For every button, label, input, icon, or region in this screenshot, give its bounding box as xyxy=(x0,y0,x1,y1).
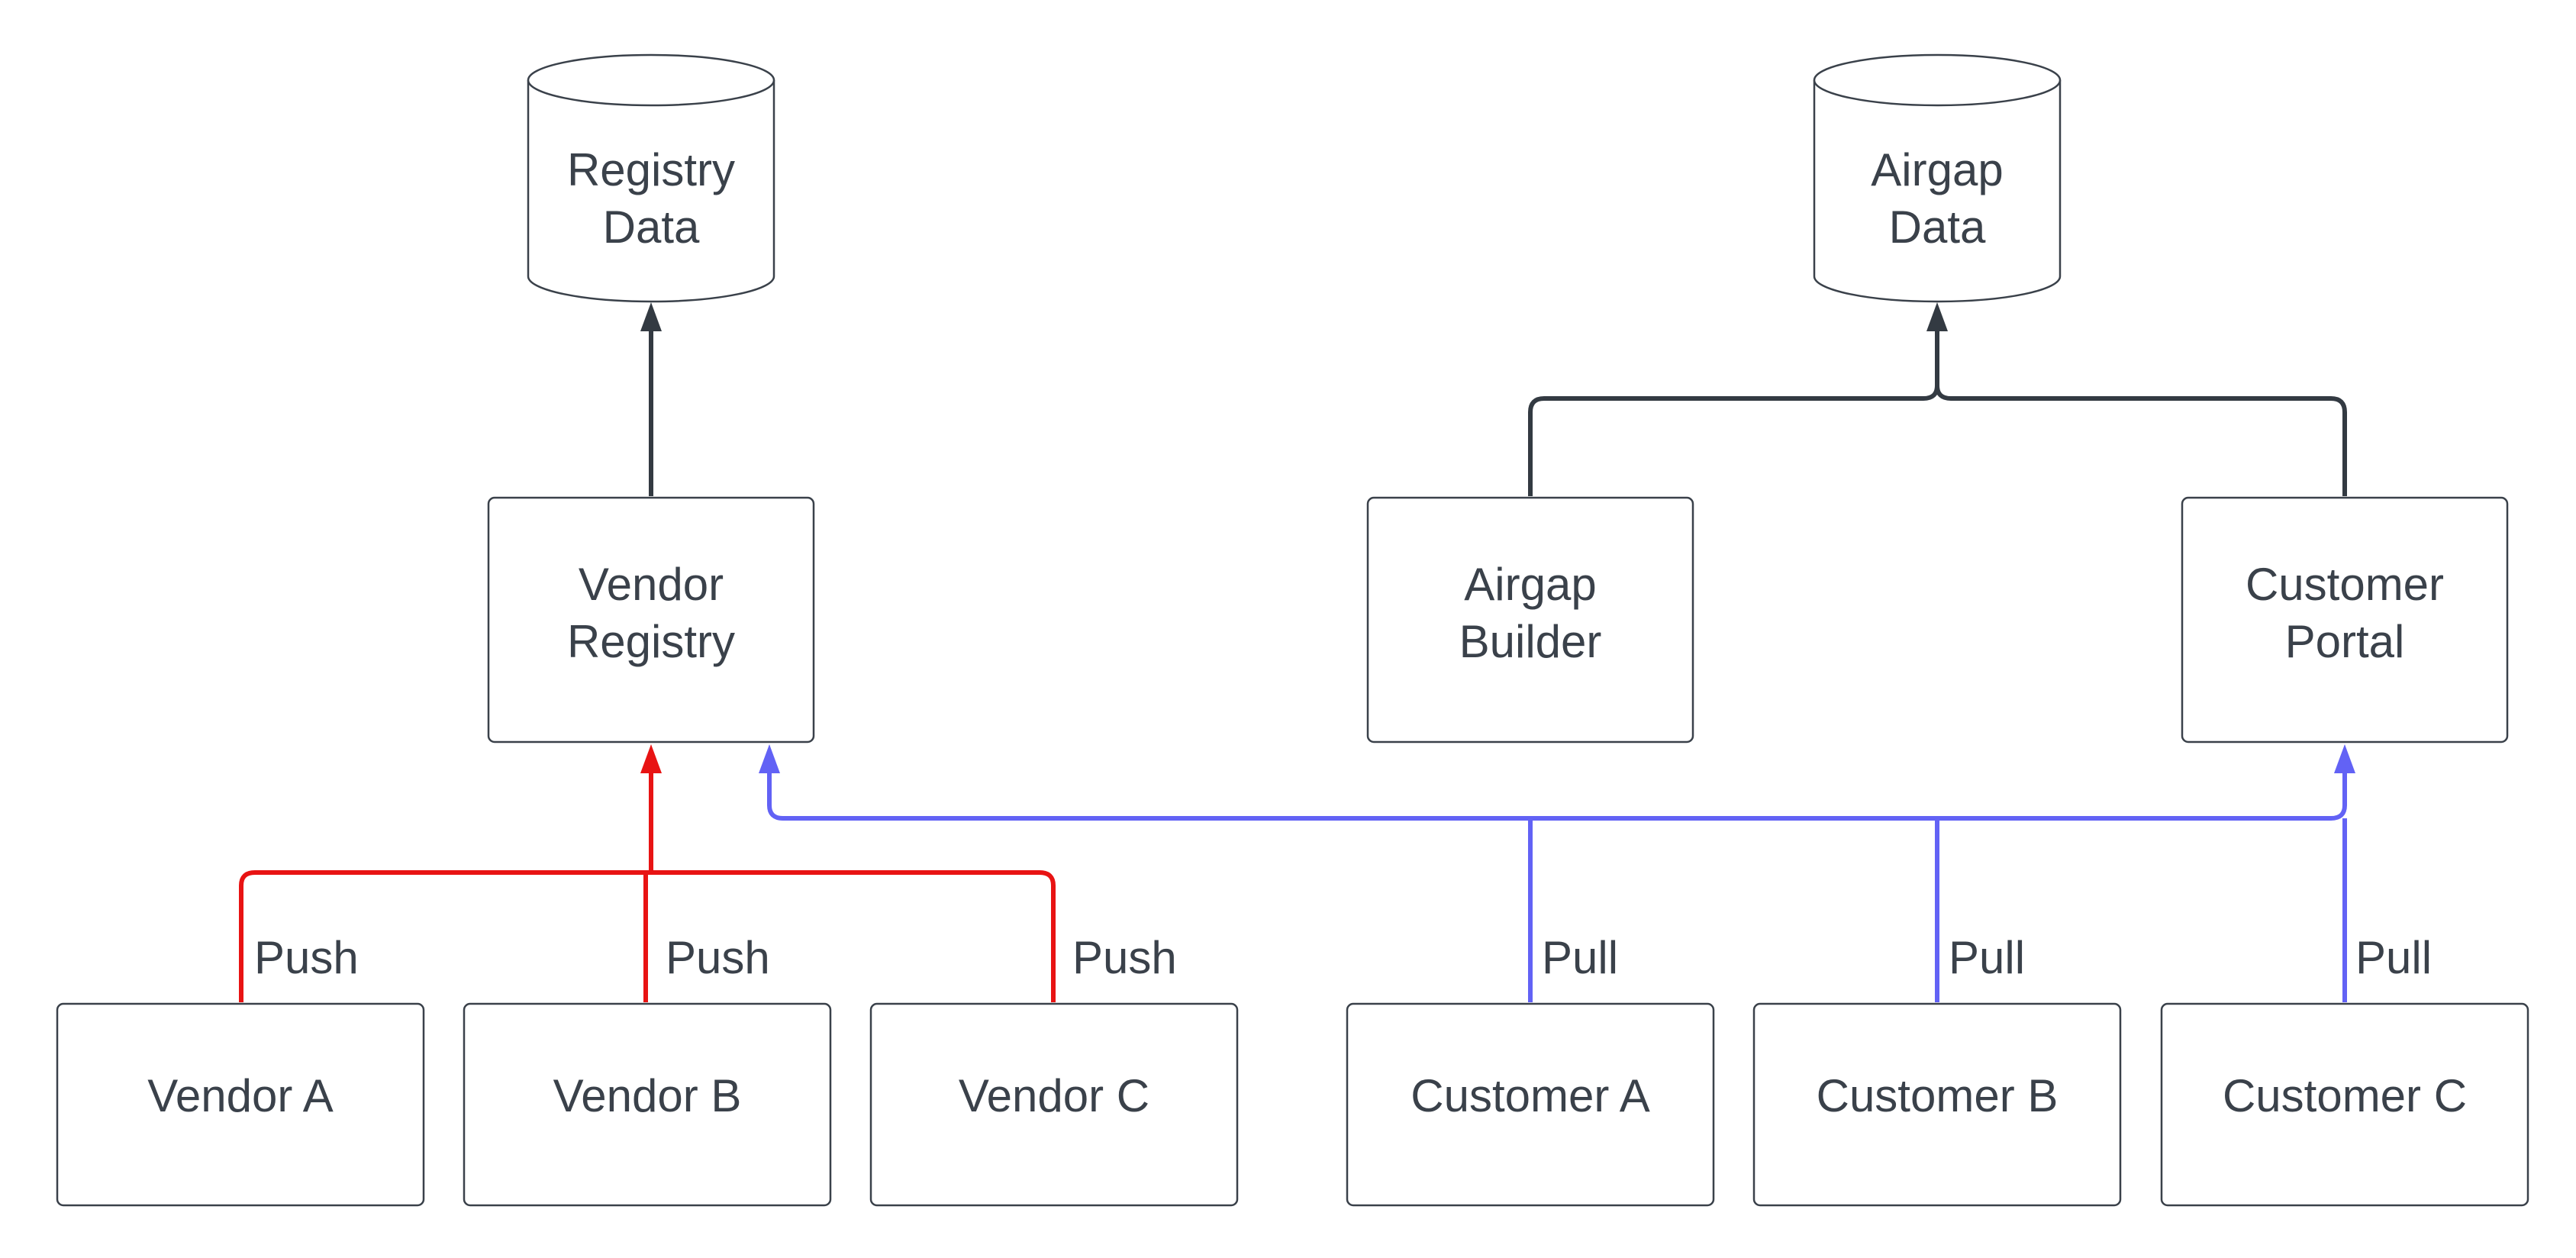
airgap-data-line2: Data xyxy=(1889,202,1986,253)
node-vendor-b: Vendor B xyxy=(463,1002,832,1207)
arrowhead-vendor-registry-push xyxy=(640,744,662,773)
registry-data-line2: Data xyxy=(603,202,700,253)
node-vendor-registry: Vendor Registry xyxy=(487,496,815,744)
customer-b-label: Customer B xyxy=(1817,1070,2059,1121)
arrowhead-registry-data xyxy=(640,302,662,331)
node-customer-b: Customer B xyxy=(1752,1002,2122,1207)
customer-c-label: Customer C xyxy=(2223,1070,2467,1121)
edge-vendor-registry-to-registry-data xyxy=(640,302,662,496)
edge-push-group xyxy=(239,744,1056,1002)
edge-label-pull-c: Pull xyxy=(2355,932,2432,983)
arrowhead-vendor-registry-pull xyxy=(759,744,780,773)
vendor-registry-line2: Registry xyxy=(567,616,735,667)
node-vendor-a: Vendor A xyxy=(56,1002,425,1207)
customer-portal-line1: Customer xyxy=(2246,559,2444,610)
node-airgap-data: Airgap Data xyxy=(1813,53,2062,303)
node-registry-data: Registry Data xyxy=(527,53,775,303)
edge-label-pull-b: Pull xyxy=(1949,932,2025,983)
edge-label-push-a: Push xyxy=(254,932,359,983)
airgap-data-line1: Airgap xyxy=(1871,144,2003,195)
vendor-c-label: Vendor C xyxy=(959,1070,1149,1121)
node-customer-portal: Customer Portal xyxy=(2181,496,2509,744)
registry-data-line1: Registry xyxy=(567,144,735,195)
vendor-a-label: Vendor A xyxy=(147,1070,334,1121)
edge-label-push-c: Push xyxy=(1072,932,1177,983)
node-customer-c: Customer C xyxy=(2160,1002,2529,1207)
edge-pull-group xyxy=(759,744,2355,1002)
airgap-builder-line2: Builder xyxy=(1459,616,1602,667)
vendor-registry-line1: Vendor xyxy=(579,559,724,610)
airgap-builder-line1: Airgap xyxy=(1464,559,1596,610)
edge-to-airgap-data xyxy=(1528,302,2347,496)
node-customer-a: Customer A xyxy=(1346,1002,1715,1207)
arrowhead-airgap-data xyxy=(1926,302,1948,331)
edge-label-pull-a: Pull xyxy=(1542,932,1618,983)
vendor-b-label: Vendor B xyxy=(553,1070,742,1121)
edge-label-push-b: Push xyxy=(666,932,770,983)
node-vendor-c: Vendor C xyxy=(869,1002,1239,1207)
customer-a-label: Customer A xyxy=(1411,1070,1649,1121)
customer-portal-line2: Portal xyxy=(2285,616,2405,667)
node-airgap-builder: Airgap Builder xyxy=(1366,496,1694,744)
arrowhead-customer-portal-pull xyxy=(2334,744,2355,773)
